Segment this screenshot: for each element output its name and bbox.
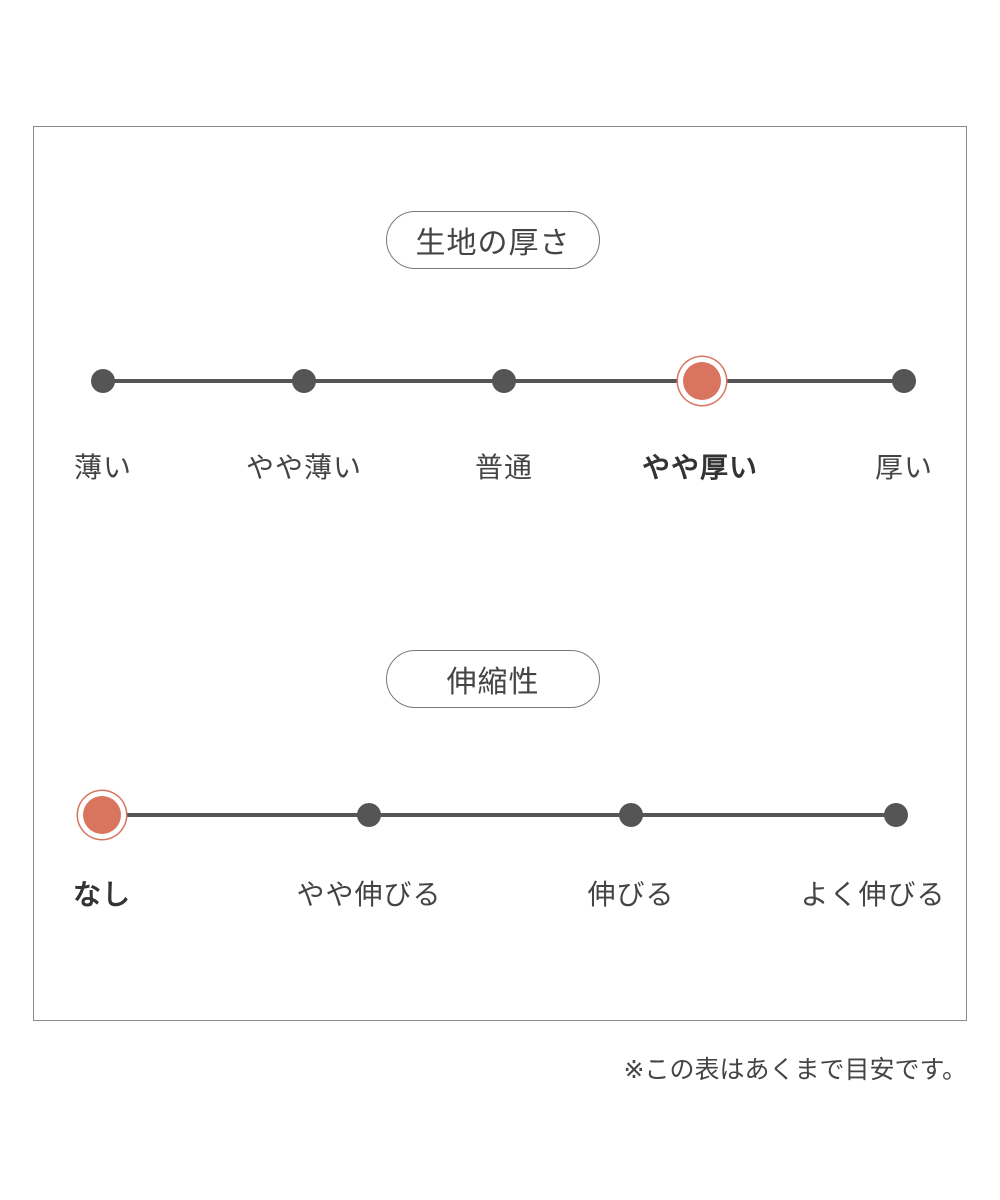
stretch-label-3: よく伸びる [800, 878, 946, 911]
stretch-scale-track [102, 813, 896, 817]
spec-chart-frame [33, 126, 967, 1021]
thickness-scale-dot-2 [492, 369, 516, 393]
thickness-label-2: 普通 [474, 451, 534, 484]
thickness-label-3-selected: やや厚い [641, 451, 759, 484]
stretch-scale-dot-3 [884, 803, 908, 827]
thickness-scale-dot-1 [292, 369, 316, 393]
thickness-scale-dot-0 [91, 369, 115, 393]
thickness-scale-dot-3-selected [683, 362, 721, 400]
stretch-scale-dot-2 [619, 803, 643, 827]
stretch-scale-dot-0-selected [83, 796, 121, 834]
thickness-scale-dot-4 [892, 369, 916, 393]
stretch-title-pill: 伸縮性 [386, 650, 600, 708]
stretch-label-2: 伸びる [587, 878, 675, 911]
thickness-label-4: 厚い [874, 451, 934, 484]
thickness-label-1: やや薄い [245, 451, 363, 484]
thickness-title-pill: 生地の厚さ [386, 211, 600, 269]
stretch-label-1: やや伸びる [296, 878, 442, 911]
stretch-scale-dot-1 [357, 803, 381, 827]
footnote: ※この表はあくまで目安です。 [623, 1055, 967, 1084]
stretch-label-0-selected: なし [72, 878, 132, 911]
stretch-title: 伸縮性 [446, 665, 540, 700]
thickness-label-0: 薄い [73, 451, 133, 484]
thickness-title: 生地の厚さ [415, 226, 571, 261]
